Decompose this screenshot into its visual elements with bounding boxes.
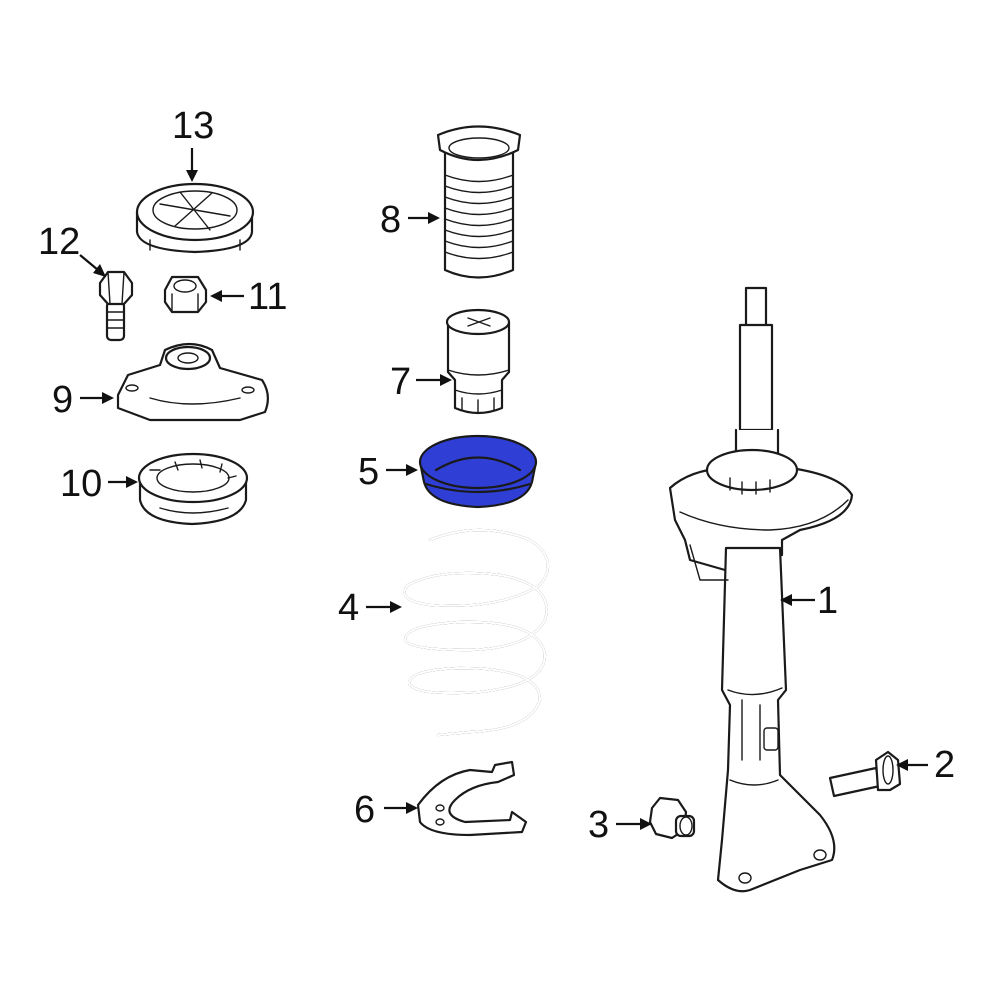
part-1-strut[interactable] bbox=[668, 286, 854, 893]
part-5-spring-seat[interactable] bbox=[418, 434, 538, 509]
part-11-nut[interactable] bbox=[163, 275, 208, 314]
part-6-spring-bracket[interactable] bbox=[416, 760, 528, 837]
callout-2: 2 bbox=[934, 744, 955, 786]
callout-8: 8 bbox=[380, 199, 401, 241]
callout-6: 6 bbox=[354, 789, 375, 831]
callout-12: 12 bbox=[38, 221, 80, 263]
part-12-bolt[interactable] bbox=[98, 270, 134, 342]
part-9-strut-mount[interactable] bbox=[116, 342, 269, 422]
arrow-11 bbox=[210, 290, 244, 302]
callout-11: 11 bbox=[248, 276, 287, 318]
part-7-bump-stop[interactable] bbox=[445, 308, 511, 415]
part-3-nut[interactable] bbox=[648, 796, 696, 840]
arrow-4 bbox=[366, 601, 402, 613]
callout-10: 10 bbox=[60, 463, 102, 505]
callout-5: 5 bbox=[358, 451, 379, 493]
callout-1: 1 bbox=[817, 580, 838, 622]
arrow-5 bbox=[386, 464, 418, 476]
arrow-10 bbox=[108, 476, 138, 488]
part-10-isolator[interactable] bbox=[137, 452, 249, 526]
part-13-mount-cap[interactable] bbox=[135, 182, 255, 254]
arrow-2 bbox=[896, 759, 928, 771]
arrow-9 bbox=[80, 392, 114, 404]
callout-3: 3 bbox=[588, 804, 609, 846]
arrow-1 bbox=[780, 594, 815, 606]
arrow-6 bbox=[384, 802, 418, 814]
arrow-13 bbox=[186, 148, 198, 182]
part-8-dust-boot[interactable] bbox=[436, 125, 522, 279]
callout-7: 7 bbox=[390, 361, 411, 403]
arrow-12 bbox=[79, 254, 106, 277]
arrow-8 bbox=[408, 212, 440, 224]
callout-9: 9 bbox=[52, 379, 73, 421]
callout-13: 13 bbox=[172, 105, 214, 147]
arrow-3 bbox=[616, 818, 652, 830]
part-2-bolt[interactable] bbox=[828, 750, 902, 798]
part-4-coil-spring[interactable] bbox=[403, 528, 550, 737]
arrow-7 bbox=[416, 374, 452, 386]
callout-4: 4 bbox=[338, 587, 359, 629]
